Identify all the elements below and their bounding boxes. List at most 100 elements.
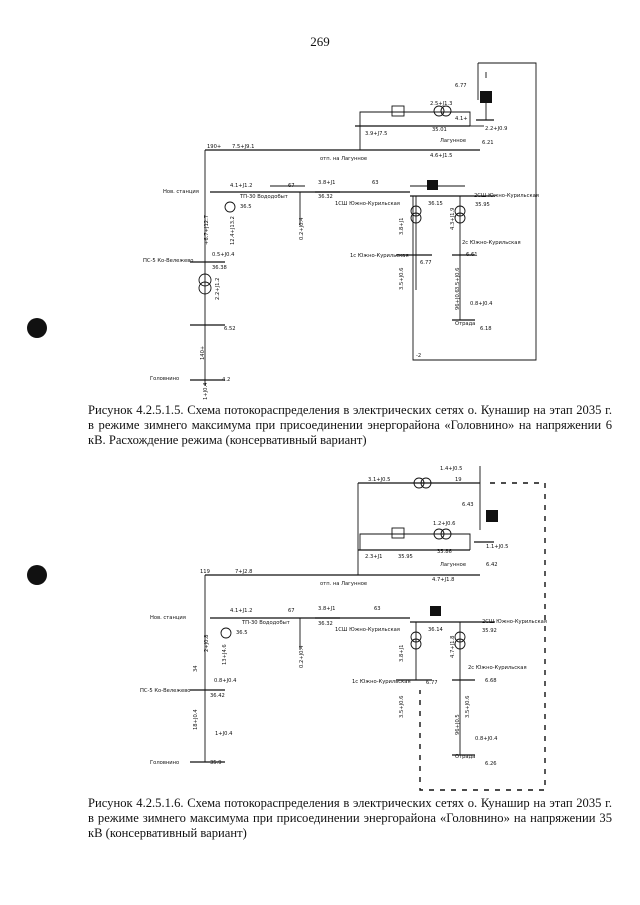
- label: 4.1+J1.2: [230, 608, 252, 614]
- figure-caption: Рисунок 4.2.5.1.6. Схема потокораспредел…: [88, 796, 612, 840]
- label: 2.3+J1: [365, 554, 382, 560]
- label: 0.8+J0.4: [214, 678, 237, 684]
- label: 12.4+J13.2: [230, 216, 236, 245]
- label: Лагунное: [440, 562, 466, 568]
- label: 6.42: [486, 562, 498, 568]
- label: 1с Южно-Курильская: [350, 253, 409, 259]
- label: 6.21: [482, 140, 494, 146]
- punch-hole: [27, 565, 47, 585]
- label: 6.77: [420, 260, 432, 266]
- label: 3.1+J0.5: [368, 477, 390, 483]
- label: 6.52: [224, 326, 236, 332]
- label: 2с Южно-Курильская: [468, 665, 527, 671]
- label: 6.77: [455, 83, 467, 89]
- label: 36.15: [428, 201, 443, 207]
- reactor-icon: [391, 527, 405, 539]
- label: 1с Южно-Курильская: [352, 679, 411, 685]
- label: 1СШ Южно-Курильская: [335, 627, 400, 633]
- label: 4.7+J1.8: [450, 636, 456, 658]
- label: 7.5+J9.1: [232, 144, 254, 150]
- label: ПС-5 Ко-Вележево: [140, 688, 190, 694]
- label: 4.2: [222, 377, 230, 383]
- label: 67: [288, 183, 295, 189]
- label: 140+: [200, 346, 206, 360]
- label: 36.32: [318, 621, 333, 627]
- label: отп. на Лагунное: [320, 156, 367, 162]
- transformer-icon: [433, 105, 445, 117]
- label: 3.5+J0.6: [399, 268, 405, 290]
- label: 2.5+J1.3: [430, 101, 452, 107]
- label: 36.32: [318, 194, 333, 200]
- label: 63: [372, 180, 379, 186]
- label: 2.2+J0.9: [485, 126, 507, 132]
- breaker-icon: [480, 91, 492, 103]
- label: 34: [193, 665, 199, 672]
- label: Нов. станция: [150, 615, 186, 621]
- label: 2с Южно-Курильская: [462, 240, 521, 246]
- label: 0.2+J0.4: [299, 645, 305, 668]
- label: 1.4+J0.5: [440, 466, 462, 472]
- label: 4.6+J1.5: [430, 153, 452, 159]
- label: 63: [374, 606, 381, 612]
- label: 190+: [207, 144, 221, 150]
- generator-icon: [224, 201, 236, 213]
- label: Лагунное: [440, 138, 466, 144]
- label: 18+J0.4: [193, 709, 199, 730]
- label: 2.2+J1.2: [215, 278, 221, 300]
- label: 3.8+J1: [399, 645, 405, 662]
- reactor-icon: [391, 105, 405, 117]
- label: ПС-5 Ко-Вележево: [143, 258, 193, 264]
- label: 35.92: [482, 628, 497, 634]
- label: 1+J0.4: [215, 731, 233, 737]
- transformer-icon: [433, 528, 445, 540]
- feeder-line: [412, 62, 537, 361]
- label: 6.77: [426, 680, 438, 686]
- breaker-icon: [430, 606, 441, 616]
- label: отп. на Лагунное: [320, 581, 367, 587]
- label: ТП-30 Вододобыт: [241, 620, 290, 626]
- transformer-icon: [198, 273, 212, 287]
- label: 36.5: [236, 630, 248, 636]
- label: 67: [288, 608, 295, 614]
- label: 3.9+J7.5: [365, 131, 387, 137]
- label: 4.1+J1.2: [230, 183, 252, 189]
- label: 7+J2.8: [235, 569, 252, 575]
- label: 35.95: [475, 202, 490, 208]
- label: 2СШ Южно-Курильская: [482, 619, 547, 625]
- label: +6.7+J12.7: [204, 215, 210, 245]
- label: Головнино: [150, 376, 179, 382]
- label: Головнино: [150, 760, 179, 766]
- label: 2СШ Южно-Курильская: [474, 193, 539, 199]
- label: 6.18: [480, 326, 492, 332]
- breaker-icon: [486, 510, 498, 522]
- label: 3.5+J0.6: [455, 268, 461, 290]
- label: 36.38: [212, 265, 227, 271]
- label: 2+J0.8: [204, 635, 210, 652]
- label: 35.95: [398, 554, 413, 560]
- label: 6.43: [462, 502, 474, 508]
- label: 3.5+J0.6: [465, 696, 471, 718]
- label: 4.3+J1.9: [450, 208, 456, 230]
- label: 1.1+J0.5: [486, 544, 508, 550]
- label: 96+J0.6: [455, 289, 461, 310]
- label: 6.68: [485, 678, 497, 684]
- transformer-icon: [413, 477, 425, 489]
- label: 36.5: [240, 204, 252, 210]
- label: 36.42: [210, 693, 225, 699]
- dashed-line: [419, 482, 546, 791]
- label: 35.01: [432, 127, 447, 133]
- punch-hole: [27, 318, 47, 338]
- label: 0.8+J0.4: [470, 301, 493, 307]
- breaker-icon: [427, 180, 438, 190]
- label: 0.2+J0.4: [299, 217, 305, 240]
- generator-icon: [220, 627, 232, 639]
- label: 96+J0.5: [455, 714, 461, 735]
- label: -2: [416, 353, 421, 359]
- label: Отрада: [455, 321, 475, 327]
- label: 19: [455, 477, 462, 483]
- label: 3.8+J1: [318, 606, 335, 612]
- label: 1СШ Южно-Курильская: [335, 201, 400, 207]
